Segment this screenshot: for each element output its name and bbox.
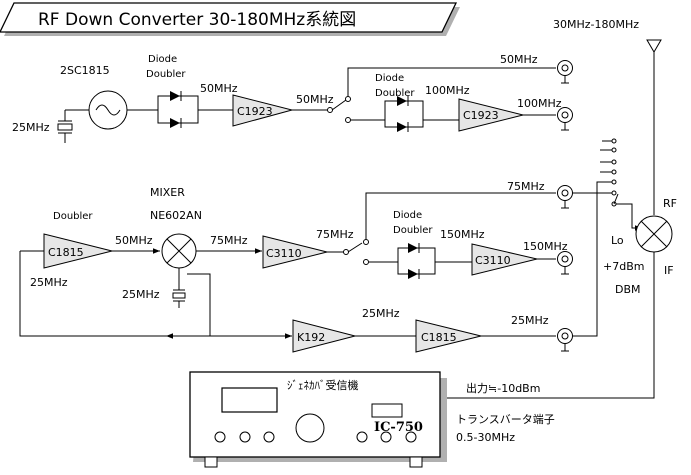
svg-text:C1815: C1815 [48, 246, 84, 259]
freq-75mhz-a: 75MHz [210, 234, 248, 247]
connector-75mhz [557, 185, 573, 209]
connector-25mhz [557, 328, 573, 352]
out-75mhz: 75MHz [507, 180, 545, 193]
receiver-port: トランスバータ端子 [456, 413, 555, 426]
oscillator-freq: 25MHz [12, 121, 50, 134]
freq-25mhz-mid: 25MHz [362, 307, 400, 320]
doubler1-label-2: Doubler [146, 69, 186, 80]
svg-text:C1815: C1815 [421, 331, 457, 344]
out-25mhz: 25MHz [511, 314, 549, 327]
out-50mhz: 50MHz [500, 53, 538, 66]
diode-doubler-1 [150, 91, 225, 128]
doubler4-label-1: Diode [393, 210, 422, 221]
amp-c1815-b: C1815 [415, 319, 482, 353]
receiver-ic750 [189, 371, 447, 468]
dbm-lo-label: Lo [611, 234, 624, 247]
diode-doubler-2 [370, 96, 459, 132]
receiver-range: 0.5-30MHz [456, 431, 515, 444]
mixer-label: MIXER [150, 186, 185, 199]
mixer-icon [161, 233, 197, 269]
dbm-rf-label: RF [663, 197, 677, 210]
freq-50mhz-c: 50MHz [115, 234, 153, 247]
svg-text:C1923: C1923 [237, 105, 273, 118]
svg-text:C3110: C3110 [266, 247, 302, 260]
amp-c3110-b: C3110 [471, 243, 538, 276]
diode-doubler-3 [386, 243, 472, 279]
freq-50mhz-b: 50MHz [296, 93, 334, 106]
svg-text:C3110: C3110 [475, 254, 511, 267]
amp-c1923-a: C1923 [232, 94, 294, 127]
mixer-ic-label: NE602AN [150, 209, 202, 222]
connector-50mhz [557, 60, 573, 84]
doubler2-label-1: Diode [375, 73, 404, 84]
svg-text:C1923: C1923 [463, 109, 499, 122]
connector-100mhz [557, 107, 573, 131]
antenna-icon [646, 39, 662, 215]
amp-c3110-a: C3110 [262, 235, 328, 269]
feedback-25mhz: 25MHz [30, 276, 68, 289]
freq-100mhz-a: 100MHz [425, 84, 470, 97]
dbm-if-label: IF [664, 264, 674, 277]
doubler3-label: Doubler [53, 211, 93, 222]
amp-c1815-a: C1815 [43, 233, 113, 269]
amp-c1923-b: C1923 [458, 98, 524, 132]
page-title: RF Down Converter 30-180MHz系統図 [38, 10, 356, 30]
dbm-mixer-icon [635, 215, 673, 253]
freq-75mhz-b: 75MHz [316, 228, 354, 241]
oscillator-icon [88, 90, 128, 130]
dbm-name: DBM [615, 283, 641, 296]
lo-selector-switch [600, 138, 642, 231]
doubler2-label-2: Doubler [375, 88, 415, 99]
out-100mhz: 100MHz [517, 97, 562, 110]
receiver-output: 出力≒-10dBm [466, 381, 540, 395]
svg-text:K192: K192 [297, 331, 325, 344]
title-banner: RF Down Converter 30-180MHz系統図 [0, 2, 460, 36]
doubler4-label-2: Doubler [393, 225, 433, 236]
oscillator-name: 2SC1815 [60, 64, 110, 77]
amp-k192: K192 [292, 319, 356, 353]
connector-150mhz [557, 251, 573, 275]
switch-1 [327, 96, 351, 123]
crystal-icon-2 [172, 289, 186, 308]
switch-2 [343, 239, 369, 265]
receiver-model: IC-750 [374, 420, 423, 435]
out-150mhz: 150MHz [523, 240, 568, 253]
dbm-level: +7dBm [603, 260, 644, 273]
doubler1-label-1: Diode [148, 54, 177, 65]
receiver-label: ｼﾞｪﾈｶﾊﾞ受信機 [287, 378, 359, 392]
mixer-in-25mhz: 25MHz [122, 288, 160, 301]
crystal-icon [57, 110, 73, 143]
antenna-freq-label: 30MHz-180MHz [553, 18, 639, 31]
freq-50mhz-a: 50MHz [200, 82, 238, 95]
freq-150mhz-a: 150MHz [440, 228, 485, 241]
